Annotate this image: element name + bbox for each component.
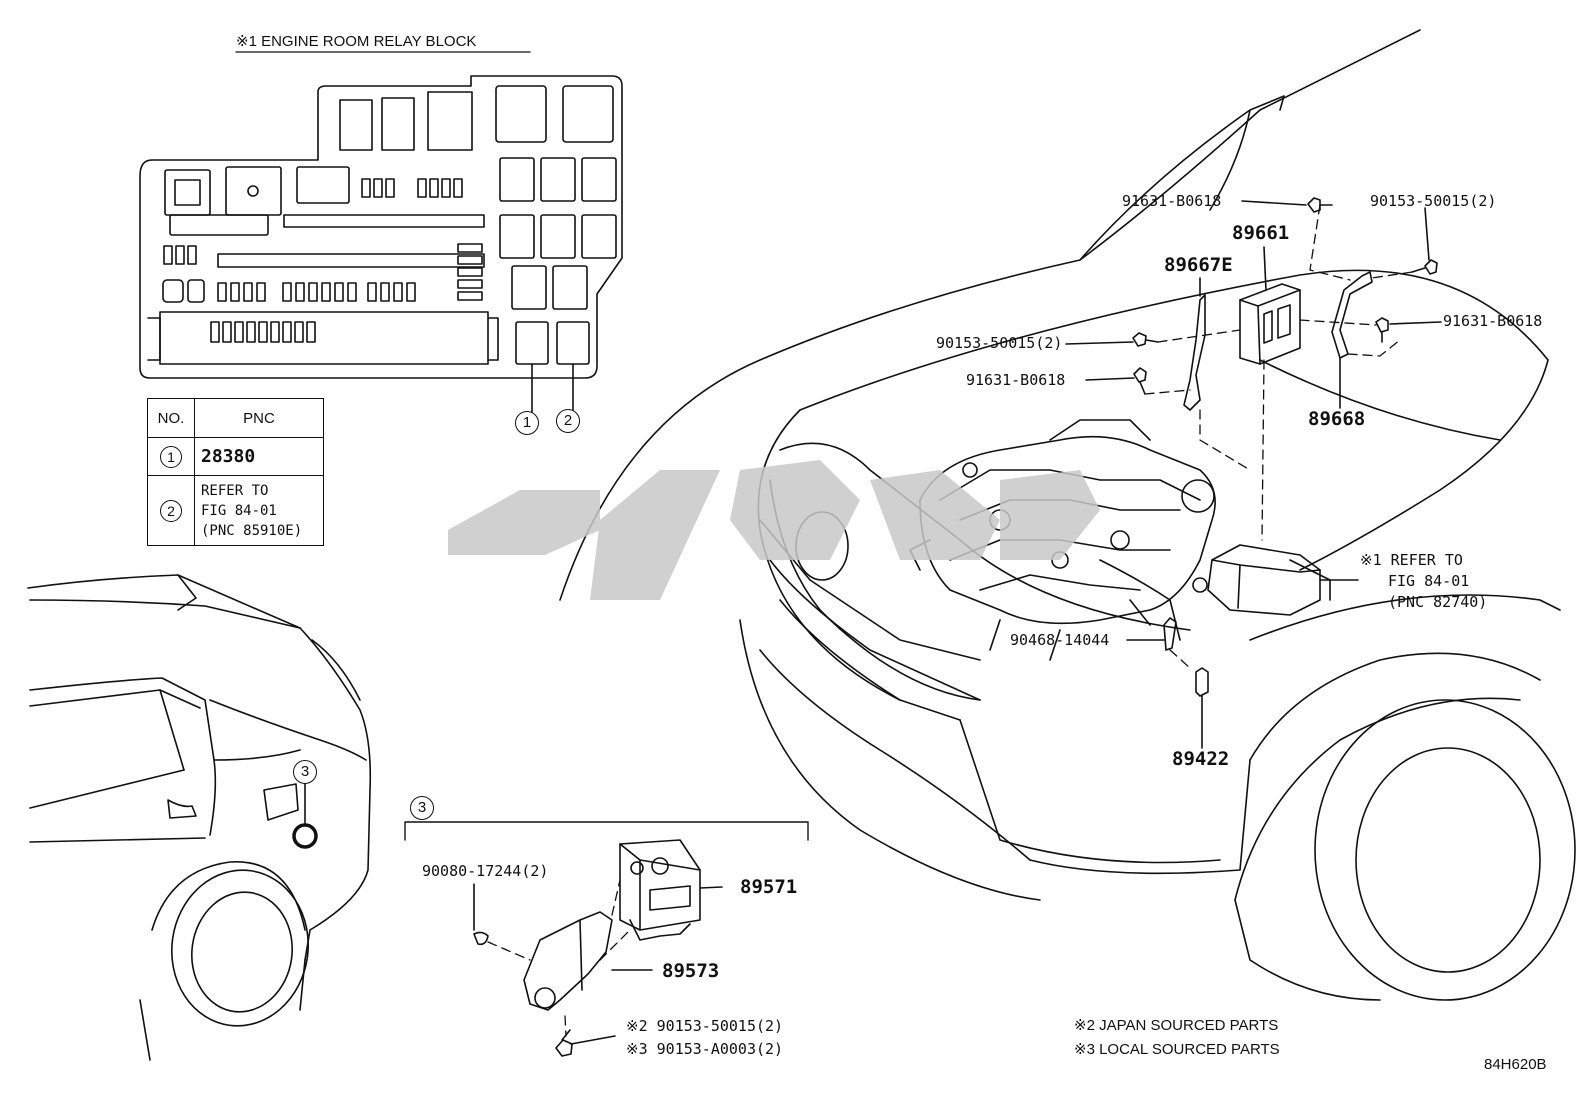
label-90153-top: 90153-50015(2) (1370, 192, 1497, 210)
pnc-row-2-line1: REFER TO (201, 482, 269, 499)
figure-id: 84H620B (1484, 1056, 1547, 1073)
label-91631-left: 91631-B0618 (966, 371, 1066, 389)
watermark-logo (448, 460, 1100, 600)
label-89668: 89668 (1308, 408, 1366, 430)
label-89661: 89661 (1232, 222, 1290, 244)
label-89571: 89571 (740, 876, 798, 898)
suv-rear-drawing (27, 574, 372, 1061)
label-90153-local: ※3 90153-A0003(2) (626, 1040, 784, 1058)
footnote-local: ※3 LOCAL SOURCED PARTS (1074, 1041, 1280, 1058)
pnc-table: NO. PNC 1 28380 2 REFER TO FIG 84-01 (PN… (147, 398, 324, 546)
label-90153-jp: ※2 90153-50015(2) (626, 1017, 784, 1035)
relay-block-title: ※1 ENGINE ROOM RELAY BLOCK (236, 33, 477, 50)
relay-block-drawing (139, 51, 623, 413)
pnc-row-2-line2: FIG 84-01 (201, 502, 277, 519)
label-91631-right: 91631-B0618 (1443, 312, 1543, 330)
relay-callout-2: 2 (556, 409, 580, 433)
relay-callout-1: 1 (515, 411, 539, 435)
pnc-row-1-no: 1 (160, 445, 182, 468)
pnc-row-2-line3: (PNC 85910E) (201, 522, 303, 539)
pnc-header-pnc: PNC (194, 398, 324, 438)
label-91631-top: 91631-B0618 (1122, 192, 1222, 210)
detail-3-dashed (487, 879, 631, 1037)
pnc-row-2-no: 2 (160, 499, 182, 522)
label-89422: 89422 (1172, 748, 1230, 770)
footnote-japan: ※2 JAPAN SOURCED PARTS (1074, 1017, 1279, 1034)
group-callout-3: 3 (410, 796, 434, 820)
detail-3-drawing (404, 821, 809, 1057)
dashed-assembly-lines (1144, 204, 1413, 669)
label-90153-left: 90153-50015(2) (936, 334, 1063, 352)
vehicle-front-drawing (559, 29, 1576, 1001)
label-90080: 90080-17244(2) (422, 862, 549, 880)
label-90468: 90468-14044 (1010, 631, 1110, 649)
label-89667E: 89667E (1164, 254, 1233, 276)
label-refer-2: FIG 84-01 (1388, 572, 1470, 590)
car-callout-3: 3 (293, 760, 317, 784)
pnc-row-1-value: 28380 (201, 446, 256, 467)
label-refer-3: (PNC 82740) (1388, 593, 1488, 611)
label-89573: 89573 (662, 960, 720, 982)
pnc-header-no: NO. (147, 398, 195, 438)
label-refer-1: ※1 REFER TO (1360, 551, 1463, 569)
